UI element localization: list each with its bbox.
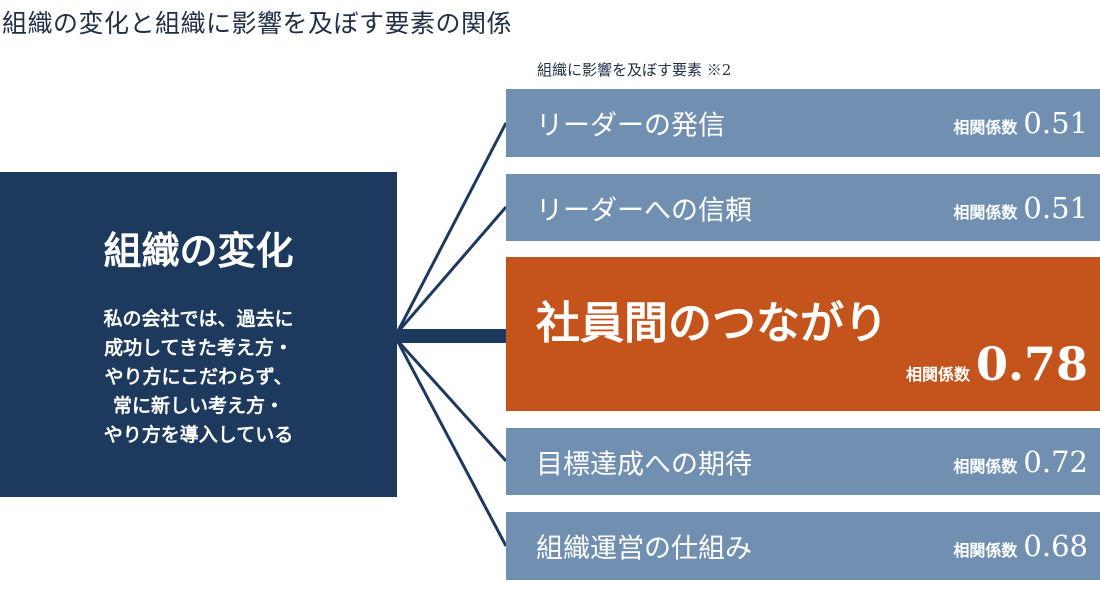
- connector-line: [395, 122, 508, 334]
- description-line: 常に新しい考え方・: [112, 395, 284, 417]
- center-heading: 組織の変化: [103, 228, 294, 273]
- factor-box: リーダーの発信 相関係数 0.51: [506, 89, 1100, 157]
- description-line: やり方にこだわらず、: [104, 366, 293, 388]
- coef-value: 0.68: [1023, 529, 1088, 563]
- coef-value: 0.72: [1023, 444, 1088, 479]
- factors-subtitle: 組織に影響を及ぼす要素 ※2: [537, 61, 732, 79]
- coef-label: 相関係数: [905, 365, 970, 384]
- diagram-title: 組織の変化と組織に影響を及ぼす要素の関係: [2, 9, 513, 38]
- connector-line: [395, 338, 508, 463]
- coef-value: 0.78: [975, 337, 1088, 391]
- connector-line: [395, 339, 508, 547]
- factor-name: 社員間のつながり: [536, 298, 888, 349]
- factor-name: 組織運営の仕組み: [536, 533, 752, 565]
- connector-line: [395, 206, 508, 334]
- description-line: やり方を導入している: [103, 424, 294, 446]
- factor-name: リーダーの発信: [536, 110, 725, 142]
- organization-change-box: 組織の変化 私の会社では、過去に 成功してきた考え方・ やり方にこだわらず、 常…: [0, 172, 397, 497]
- center-description: 私の会社では、過去に 成功してきた考え方・ やり方にこだわらず、 常に新しい考え…: [0, 305, 397, 450]
- coef-value: 0.51: [1023, 106, 1088, 140]
- coef-label: 相関係数: [953, 202, 1018, 222]
- coef-label: 相関係数: [953, 541, 1018, 560]
- factor-name: リーダーへの信頼: [536, 195, 752, 226]
- coef-label: 相関係数: [953, 456, 1018, 476]
- coef-label: 相関係数: [953, 118, 1018, 137]
- factor-box: 組織運営の仕組み 相関係数 0.68: [506, 512, 1100, 580]
- description-line: 成功してきた考え方・: [104, 337, 293, 359]
- coef-value: 0.51: [1023, 190, 1088, 225]
- description-line: 私の会社では、過去に: [103, 308, 294, 330]
- factor-name: 目標達成への期待: [536, 449, 752, 480]
- factor-box-highlight: 社員間のつながり 相関係数 0.78: [506, 257, 1100, 411]
